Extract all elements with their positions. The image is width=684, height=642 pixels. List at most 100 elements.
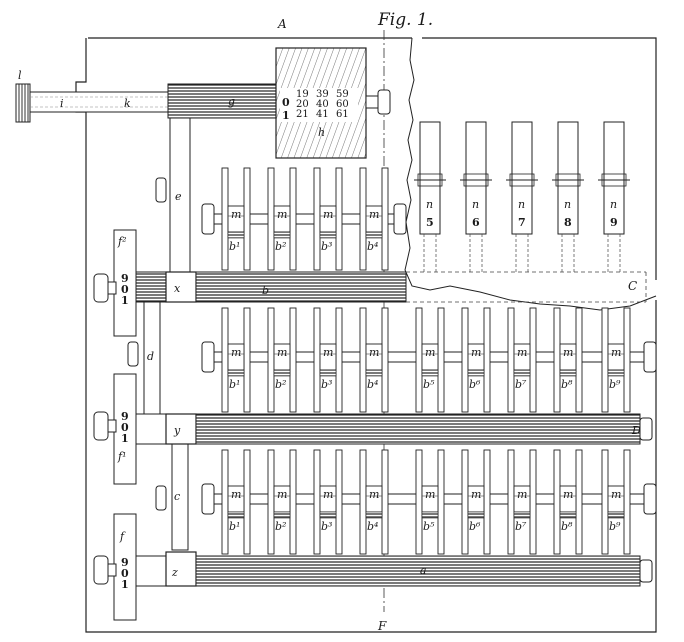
shaft-a-middle: y D [135,413,653,445]
wheel-label-m: m [471,346,481,359]
svg-text:x: x [174,282,181,295]
wheel-label-m: m [369,208,379,221]
counting-wheel-unit: mb³ [313,167,343,271]
wheel-label-b: b² [275,378,286,391]
wheel-label-m: m [231,208,241,221]
wheel-label-b: b⁴ [367,240,378,253]
wheel-label-b: b¹ [229,378,240,391]
svg-text:9: 9 [121,556,129,569]
counting-wheel-unit: mb⁷ [507,307,537,413]
svg-text:61: 61 [336,109,349,120]
label-l: l [18,69,22,82]
wheel-label-b: b⁶ [469,520,481,533]
indicator-label-n: n [564,198,571,211]
torn-break-line [404,37,657,311]
dial-f: f 9 0 1 [113,513,137,621]
svg-text:1: 1 [121,432,129,445]
indicator-column: n7 [506,121,538,272]
section-label-c: C [628,279,637,293]
counting-wheel-unit: mb⁸ [553,307,583,413]
wheel-label-b: b⁵ [423,378,435,391]
wheel-label-m: m [425,488,435,501]
label-i: i [60,97,64,110]
upper-threaded-shaft [167,83,277,119]
label-g: g [228,95,235,108]
svg-text:f: f [119,530,126,543]
wheel-label-m: m [231,346,241,359]
wheel-label-m: m [231,488,241,501]
counting-wheel-unit: mb⁶ [461,449,491,555]
counting-wheel-unit: m b¹ [221,307,251,413]
svg-text:0: 0 [121,567,129,580]
svg-text:a: a [420,564,427,577]
counting-wheel-unit: mb² [267,167,297,271]
svg-text:9: 9 [121,410,129,423]
svg-text:D: D [631,424,641,437]
label-c: c [174,490,180,503]
indicator-digit: 6 [472,216,480,229]
dial-f1: 9 0 1 f¹ [113,373,137,485]
wheel-label-b: b⁴ [367,520,378,533]
wheel-label-b: b² [275,520,286,533]
shaft-bearing [201,483,215,515]
svg-text:0: 0 [282,96,290,109]
shaft-bearing [393,203,407,235]
wheel-label-m: m [611,346,621,359]
wheel-label-b: b⁷ [515,378,527,391]
counting-wheel-unit: mb⁴ [359,307,389,413]
counting-wheel-unit: mb⁹ [601,307,631,413]
wheel-label-b: b⁹ [609,520,621,533]
counting-wheel-unit: m b⁵ [415,449,445,555]
hidden-extension [406,271,647,303]
label-k: k [124,97,131,110]
wheel-label-b: b⁵ [423,520,435,533]
counting-wheel-unit: m b⁴ [359,449,389,555]
counting-wheel-unit: m b³ [313,307,343,413]
svg-text:20: 20 [296,99,309,110]
counting-wheel-unit: m b⁵ [415,307,445,413]
wheel-label-m: m [277,488,287,501]
svg-text:f²: f² [117,235,126,248]
svg-text:h: h [318,126,325,139]
wheel-label-b: b³ [321,240,332,253]
handle-knob [15,83,31,123]
counting-wheel-unit: m b² [267,449,297,555]
wheel-label-b: b³ [321,378,332,391]
svg-text:f¹: f¹ [117,450,126,463]
svg-text:40: 40 [316,99,329,110]
indicator-column: n5 [414,121,446,272]
svg-text:59: 59 [336,89,349,100]
svg-text:60: 60 [336,99,349,110]
label-d: d [147,350,154,363]
dial-f2: f² 9 0 1 [113,229,137,337]
svg-text:9: 9 [121,272,129,285]
wheel-label-m: m [425,346,435,359]
wheel-label-m: m [323,346,333,359]
counting-wheel-unit: m b⁷ [507,449,537,555]
section-label-a: A [277,17,287,31]
counting-wheel-unit: m b⁴ [359,167,389,271]
wheel-label-m: m [323,488,333,501]
svg-text:21: 21 [296,109,309,120]
counting-wheel-unit: mb⁹ [601,449,631,555]
wheel-label-b: b⁸ [561,520,573,533]
shaft-a-bottom: z a [135,551,653,587]
wheel-label-m: m [369,488,379,501]
shaft-bearing [643,341,657,373]
svg-text:1: 1 [282,109,290,122]
indicator-label-n: n [426,198,433,211]
indicator-digit: 5 [426,216,434,229]
svg-text:1: 1 [121,578,129,591]
wheel-label-m: m [369,346,379,359]
svg-text:1: 1 [121,294,129,307]
wheel-label-m: m [563,346,573,359]
counting-wheel-unit: mb³ [313,449,343,555]
wheel-label-m: m [517,488,527,501]
figure-title: Fig. 1. [377,10,433,30]
wheel-label-b: b⁶ [469,378,481,391]
wheel-label-b: b⁷ [515,520,527,533]
indicator-label-n: n [472,198,479,211]
